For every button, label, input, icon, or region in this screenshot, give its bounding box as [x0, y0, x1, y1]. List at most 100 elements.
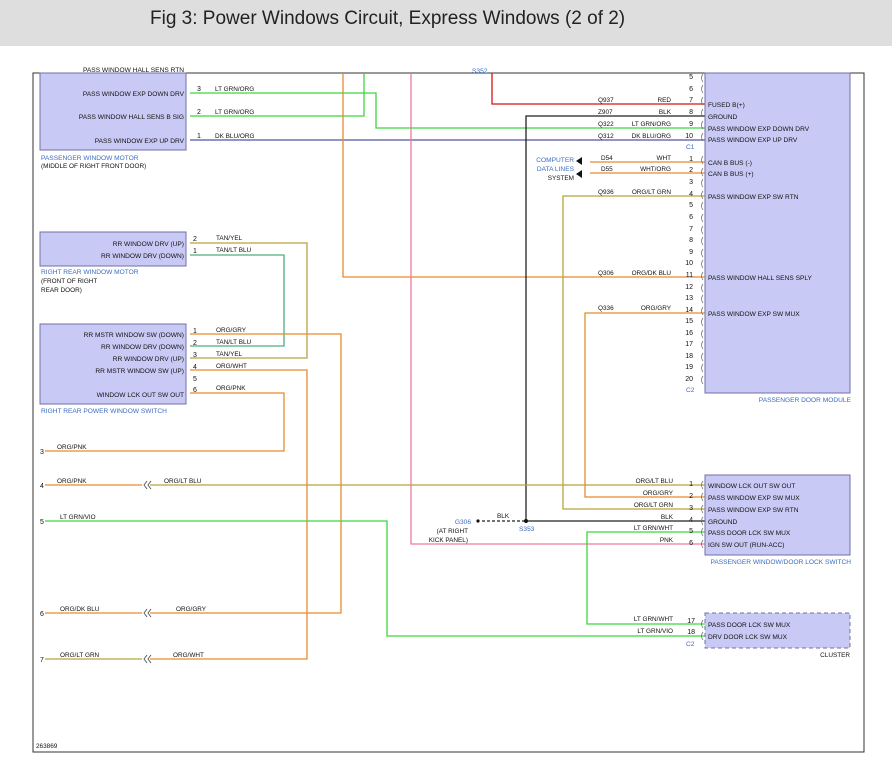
pwm-row-3: PASS WINDOW HALL SENS B SIG [79, 114, 184, 121]
rrm-row-1: RR WINDOW DRV (UP) [113, 241, 184, 248]
ref-7-wire: ORG/LT GRN [60, 652, 100, 659]
ref-7: 7 [40, 657, 44, 664]
dls-wire-6: PNK [660, 537, 674, 544]
pwm-wire-3: LT GRN/ORG [215, 86, 254, 93]
pdm-pin-20: 20 [685, 376, 693, 383]
pdm-circuit-q322: Q322 [598, 121, 614, 128]
passenger-door-module: S352 5 6 7 8 9 10 C1 1 2 3 4 5 6 7 8 9 1… [472, 68, 852, 404]
rrs-row-6: WINDOW LCK OUT SW OUT [97, 392, 184, 399]
rrs-row-3: RR WINDOW DRV (UP) [113, 356, 184, 363]
dls-pin-6: 6 [689, 540, 693, 547]
pwm-location: (MIDDLE OF RIGHT FRONT DOOR) [41, 163, 146, 170]
pwm-row-2: PASS WINDOW EXP DOWN DRV [83, 91, 185, 98]
ref-6: 6 [40, 611, 44, 618]
wire-hall-sens-b [190, 73, 365, 117]
pdm-wire-wht: WHT [656, 155, 671, 162]
pdm-row-fused: FUSED B(+) [708, 102, 745, 109]
pdm-pin-2: 2 [689, 167, 693, 174]
module-pin-brackets [701, 73, 704, 641]
pwm-pin-1: 1 [197, 133, 201, 140]
rrm-wire-1: TAN/LT BLU [216, 247, 252, 254]
diagram-frame [32, 72, 865, 753]
pdm-connector-c2: C2 [686, 387, 695, 394]
dls-row-1: WINDOW LCK OUT SW OUT [708, 483, 795, 490]
wire-lt-grn-wht [586, 531, 705, 625]
wire-org-gry [150, 333, 342, 614]
pdm-wire-org-dk-blu: ORG/DK BLU [632, 270, 672, 277]
pwm-pin-3: 3 [197, 86, 201, 93]
cluster-box [704, 612, 851, 649]
ref-3-wire: ORG/PNK [57, 444, 87, 451]
rrs-wire-1: ORG/GRY [216, 327, 247, 334]
rrm-pin-1: 1 [193, 248, 197, 255]
cdl-line-3: SYSTEM [548, 175, 574, 182]
cluster-pin-17: 17 [687, 618, 695, 625]
pdm-row-hall-sply: PASS WINDOW HALL SENS SPLY [708, 275, 813, 282]
wire-pnk [410, 73, 705, 545]
rrm-wire-2: TAN/YEL [216, 235, 243, 242]
ground-note-1: (AT RIGHT [437, 528, 468, 535]
cluster-wire-18: LT GRN/VIO [637, 628, 673, 635]
rrs-wire-2: TAN/LT BLU [216, 339, 252, 346]
door-lock-switch-box [704, 474, 851, 556]
wire-org-pnk [45, 392, 285, 452]
inline-connectors [143, 480, 152, 664]
cluster-row-2: DRV DOOR LCK SW MUX [708, 634, 788, 641]
ref-4: 4 [40, 483, 44, 490]
rrm-location-1: (FRONT OF RIGHT [41, 278, 97, 285]
dls-wire-3: ORG/LT GRN [634, 502, 674, 509]
ground-g306-point [476, 519, 480, 523]
pwm-wire-2: LT GRN/ORG [215, 109, 254, 116]
wire-org-wht [150, 369, 308, 660]
pdm-pin-6: 6 [689, 214, 693, 221]
ref-3: 3 [40, 449, 44, 456]
dls-pin-3: 3 [689, 505, 693, 512]
computer-data-lines: COMPUTER DATA LINES SYSTEM [536, 157, 574, 182]
cdl-line-1: COMPUTER [536, 157, 574, 164]
rrs-wire-4: ORG/WHT [216, 363, 247, 370]
left-references: 3 4 5 6 7 ORG/PNK ORG/PNK LT GRN/VIO ORG… [40, 444, 207, 664]
rr-window-motor-box [39, 231, 187, 267]
pdm-wire-org-gry: ORG/GRY [641, 305, 672, 312]
cluster-row-1: PASS DOOR LCK SW MUX [708, 622, 791, 629]
pdm-wire-dk-blu-org: DK BLU/ORG [632, 133, 671, 140]
pdm-pin-8: 8 [689, 237, 693, 244]
dls-row-2: PASS WINDOW EXP SW MUX [708, 495, 800, 502]
pwm-row-4: PASS WINDOW EXP UP DRV [95, 138, 185, 145]
pdm-circuit-d54: D54 [601, 155, 613, 162]
pdm-pin-6a: 6 [689, 86, 693, 93]
pdm-wire-org-lt-grn: ORG/LT GRN [632, 189, 672, 196]
wire-tan-yel [190, 242, 308, 359]
pdm-pin-8a: 8 [689, 109, 693, 116]
can-arrow-1 [576, 157, 582, 165]
ref-6-wire-b: ORG/GRY [176, 606, 207, 613]
ground-g306: G306 BLK S353 (AT RIGHT KICK PANEL) [429, 513, 535, 544]
ref-4-wire: ORG/PNK [57, 478, 87, 485]
pdm-row-exp-up: PASS WINDOW EXP UP DRV [708, 137, 798, 144]
pdm-wire-blk: BLK [659, 109, 672, 116]
pdm-wire-lt-grn-org: LT GRN/ORG [632, 121, 671, 128]
cluster: PASS DOOR LCK SW MUX DRV DOOR LCK SW MUX… [634, 616, 851, 659]
dls-pin-4: 4 [689, 517, 693, 524]
rrs-pin-3: 3 [193, 352, 197, 359]
pdm-circuit-q312: Q312 [598, 133, 614, 140]
rrm-row-2: RR WINDOW DRV (DOWN) [101, 253, 184, 260]
pdm-pin-18: 18 [685, 353, 693, 360]
dls-row-6: IGN SW OUT (RUN-ACC) [708, 542, 784, 549]
rr-window-motor: RR WINDOW DRV (UP) RR WINDOW DRV (DOWN) … [41, 235, 252, 294]
rrm-caption: RIGHT REAR WINDOW MOTOR [41, 269, 139, 276]
rrs-pin-6: 6 [193, 387, 197, 394]
ref-5-wire: LT GRN/VIO [60, 514, 96, 521]
dls-pin-5: 5 [689, 528, 693, 535]
splice-s353-label: S353 [519, 526, 535, 533]
pdm-pin-9a: 9 [689, 121, 693, 128]
pdm-wire-red: RED [658, 97, 672, 104]
pdm-pin-17: 17 [685, 341, 693, 348]
dls-caption: PASSENGER WINDOW/DOOR LOCK SWITCH [710, 559, 851, 566]
cluster-wire-17: LT GRN/WHT [634, 616, 673, 623]
dls-wire-5: LT GRN/WHT [634, 525, 673, 532]
dls-wire-4: BLK [661, 514, 674, 521]
passenger-door-module-box [704, 72, 851, 394]
pdm-pin-3: 3 [689, 179, 693, 186]
